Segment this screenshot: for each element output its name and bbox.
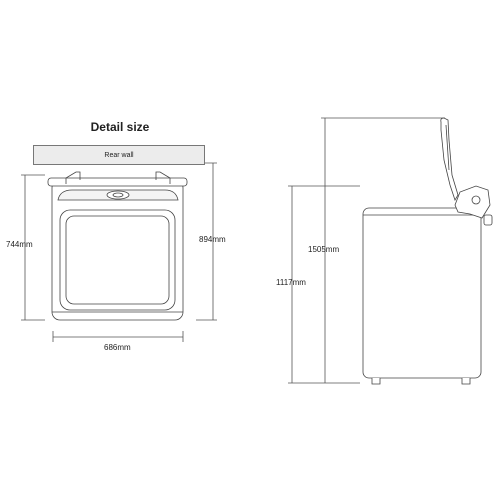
rear-wall-label: Rear wall xyxy=(33,145,205,165)
dimension-line-width xyxy=(52,331,184,342)
lid-open-depth-label: 894mm xyxy=(199,235,226,244)
dimension-line-side-height-body xyxy=(288,185,360,384)
washer-front-view xyxy=(47,171,188,321)
side-height-lid-open-label: 1505mm xyxy=(308,245,340,254)
dimension-line-front-height xyxy=(21,174,45,321)
front-height-label: 744mm xyxy=(6,240,33,249)
diagram-title: Detail size xyxy=(90,120,150,134)
dimension-line-side-height-lid-open xyxy=(321,117,445,383)
width-label: 686mm xyxy=(104,343,131,352)
washer-side-view xyxy=(362,117,493,385)
side-height-body-label: 1117mm xyxy=(276,278,306,287)
